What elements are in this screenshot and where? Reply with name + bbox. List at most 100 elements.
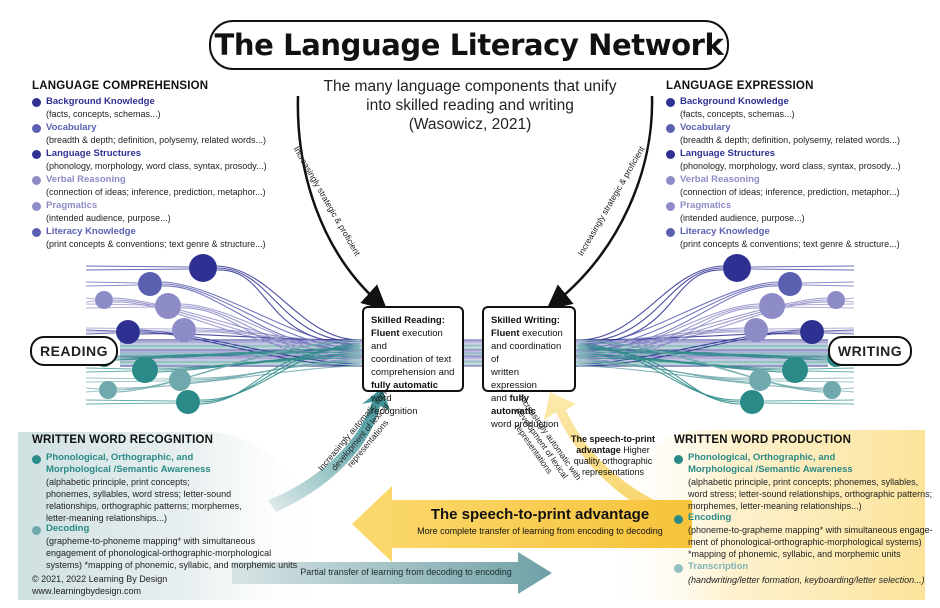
recognition-phon-desc-1: (alphabetic principle, print concepts; [46,477,190,487]
recognition-up-arrow [268,388,390,512]
production-phon-bullet-icon [674,455,683,464]
expression-item-desc: (breadth & depth; definition, polysemy, … [680,135,900,145]
circle-node-icon [132,357,158,383]
network-nodes [95,254,845,414]
comprehension-item-desc: (phonology, morphology, word class, synt… [46,161,267,171]
recognition-phon-name-2: Morphological /Semantic Awareness [46,464,211,475]
production-encoding-desc-1: (phoneme-to-grapheme mapping* with simul… [688,525,933,535]
subtitle-line-3: (Wasowicz, 2021) [408,116,532,133]
comprehension-item-name: Background Knowledge [46,96,155,107]
advantage-small-caption: The speech-to-print advantage Higher qua… [558,434,668,478]
band-strand [119,362,829,366]
network-strand [577,347,741,405]
comprehension-item-name: Literacy Knowledge [46,226,136,237]
bullet-dot-icon [666,202,675,211]
circle-node-icon [99,381,117,399]
circle-node-icon [823,381,841,399]
expression-item-name: Verbal Reasoning [680,174,760,185]
production-transcription-bullet-icon [674,564,683,573]
production-encoding-desc-3: *mapping of phonemic, syllabic, and morp… [688,549,901,559]
network-strand [161,285,361,351]
circle-node-icon [800,320,824,344]
network-strand [577,285,779,351]
skilled-reading-fully: fully automatic [371,380,439,391]
expression-item-desc: (connection of ideas; inference, predict… [680,187,900,197]
network-strand [807,370,855,373]
expression-item-desc: (print concepts & conventions; text genr… [680,239,900,249]
bullet-dot-icon [32,228,41,237]
band-strand [119,338,829,342]
network-strand [577,303,760,359]
production-encoding-bullet-icon [674,515,683,524]
network-strand [112,301,361,357]
network-strand [85,390,100,393]
network-strand [770,380,855,383]
network-strand [85,306,156,309]
subtitle: The many language components that unify … [300,77,640,134]
production-phon-desc-3: morphemes, letter-meaning relationships.… [688,501,862,511]
network-strand [139,333,361,341]
left-strategic-arrow [296,95,388,311]
comprehension-item-name: Pragmatics [46,200,98,211]
network-strand [770,377,855,380]
production-phon-name-1: Phonological, Orthographic, and [688,452,836,463]
network-strand [763,402,855,405]
bullet-dot-icon [32,176,41,185]
right-strategic-arrow [546,95,654,310]
band-strand [119,360,829,364]
network-strand [195,331,361,347]
network-strand [577,265,724,341]
network-strand [180,303,361,359]
circle-node-icon [176,390,200,414]
network-strand [85,370,133,373]
circle-node-icon [172,318,196,342]
partial-transfer-arrow [232,552,552,594]
network-strand [844,300,855,303]
production-transcription-desc: (handwriting/letter formation, keyboardi… [688,575,925,585]
bullet-dot-icon [666,98,675,107]
network-strand [823,332,855,335]
network-strands [85,265,855,405]
network-strand [116,341,361,393]
subtitle-line-2: into skilled reading and writing [366,97,574,114]
network-strand [801,284,855,287]
production-phon-desc: (alphabetic principle, print concepts; p… [688,476,932,512]
subtitle-line-1: The many language components that unify [323,78,617,95]
expression-heading: LANGUAGE EXPRESSION [666,80,814,92]
circle-node-icon [782,357,808,383]
production-wash [600,430,925,600]
comprehension-item-desc: (intended audience, purpose...) [46,213,171,223]
network-strand [112,299,361,355]
recognition-decoding-name: Decoding [46,523,90,534]
network-strand [199,343,361,401]
network-strand [199,345,361,403]
recognition-wash [18,432,330,600]
comprehension-item-name: Vocabulary [46,122,97,133]
recognition-phon-desc-3: relationships, orthographic patterns; mo… [46,501,242,511]
recognition-phon-desc-2: phonemes, syllables, word stress; letter… [46,489,232,499]
network-strand [199,347,361,405]
recognition-phon-name-1: Phonological, Orthographic, and [46,452,194,463]
skilled-writing-box: Skilled Writing: Fluent execution and co… [482,306,576,430]
skilled-writing-rest1: execution [519,328,563,339]
network-strand [85,367,133,370]
circle-node-icon [740,390,764,414]
reading-label: READING [30,336,118,366]
page-title: The Language Literacy Network [214,28,724,62]
writing-label: WRITING [828,336,912,366]
network-strand [85,332,117,335]
recognition-decoding-desc-2: engagement of phonological-orthographic-… [46,548,272,558]
network-strand [180,305,361,361]
comprehension-item-name: Language Structures [46,148,142,159]
circle-node-icon [827,291,845,309]
circle-node-icon [749,369,771,391]
production-heading: WRITTEN WORD PRODUCTION [674,434,852,446]
skilled-writing-line2: and coordination of [491,341,562,365]
circle-node-icon [155,293,181,319]
network-strand [85,377,170,380]
recognition-decoding-desc-1: (grapheme-to-phoneme mapping* with simul… [46,536,256,546]
expression-item-desc: (phonology, morphology, word class, synt… [680,161,901,171]
circle-node-icon [759,293,785,319]
bullet-dot-icon [32,98,41,107]
skilled-writing-fluent: Fluent [491,328,520,339]
